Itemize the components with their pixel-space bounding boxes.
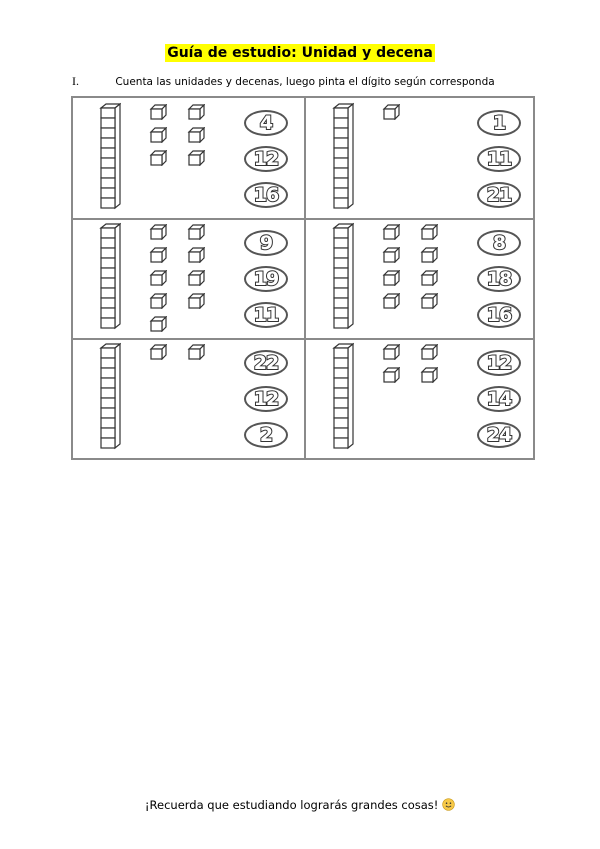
answer-option[interactable]: 22 — [244, 350, 288, 376]
footer-text: ¡Recuerda que estudiando lograrás grande… — [144, 798, 439, 812]
unit-cube — [149, 246, 168, 267]
unit-cube — [382, 343, 401, 364]
exercise-cell: 9 19 11 — [73, 218, 304, 338]
unit-cube — [420, 366, 439, 387]
unit-cube — [420, 223, 439, 244]
footer: ¡Recuerda que estudiando lograrás grande… — [0, 798, 600, 812]
instruction-number: I. — [72, 74, 79, 88]
answer-option[interactable]: 8 — [477, 230, 521, 256]
ten-rod — [99, 342, 122, 454]
grid-divider-vertical — [304, 98, 306, 458]
unit-cube — [382, 223, 401, 244]
unit-cube — [149, 149, 168, 170]
answer-option[interactable]: 9 — [244, 230, 288, 256]
unit-cube — [187, 269, 206, 290]
answer-option[interactable]: 12 — [244, 146, 288, 172]
unit-cube — [420, 292, 439, 313]
answer-option[interactable]: 19 — [244, 266, 288, 292]
unit-cube — [149, 269, 168, 290]
unit-cube — [382, 246, 401, 267]
unit-cube — [149, 292, 168, 313]
ten-rod — [99, 102, 122, 214]
unit-cube — [187, 292, 206, 313]
exercise-cell: 12 14 24 — [306, 338, 537, 458]
unit-cube — [382, 269, 401, 290]
answer-option[interactable]: 12 — [477, 350, 521, 376]
grid-divider-horizontal — [73, 338, 533, 340]
unit-cube — [149, 315, 168, 336]
unit-cube — [149, 103, 168, 124]
answer-option[interactable]: 11 — [244, 302, 288, 328]
ten-rod — [332, 102, 355, 214]
unit-cube — [187, 126, 206, 147]
answer-option[interactable]: 16 — [477, 302, 521, 328]
instruction: I. Cuenta las unidades y decenas, luego … — [72, 74, 495, 89]
answer-option[interactable]: 12 — [244, 386, 288, 412]
unit-cube — [382, 103, 401, 124]
unit-cube — [187, 246, 206, 267]
unit-cube — [382, 366, 401, 387]
ten-rod — [99, 222, 122, 334]
unit-cube — [420, 246, 439, 267]
answer-option[interactable]: 21 — [477, 182, 521, 208]
answer-option[interactable]: 2 — [244, 422, 288, 448]
unit-cube — [187, 149, 206, 170]
page-title: Guía de estudio: Unidad y decena — [165, 44, 435, 62]
answer-option[interactable]: 4 — [244, 110, 288, 136]
smiley-icon — [442, 798, 455, 811]
unit-cube — [149, 343, 168, 364]
ten-rod — [332, 342, 355, 454]
instruction-text: Cuenta las unidades y decenas, luego pin… — [115, 76, 495, 88]
unit-cube — [420, 269, 439, 290]
exercise-cell: 8 18 16 — [306, 218, 537, 338]
answer-option[interactable]: 24 — [477, 422, 521, 448]
grid-divider-horizontal — [73, 218, 533, 220]
exercise-cell: 22 12 2 — [73, 338, 304, 458]
title-wrapper: Guía de estudio: Unidad y decena — [0, 42, 600, 62]
answer-option[interactable]: 11 — [477, 146, 521, 172]
unit-cube — [187, 103, 206, 124]
answer-option[interactable]: 14 — [477, 386, 521, 412]
unit-cube — [382, 292, 401, 313]
unit-cube — [149, 126, 168, 147]
answer-option[interactable]: 18 — [477, 266, 521, 292]
exercise-cell: 4 12 16 — [73, 98, 304, 218]
unit-cube — [187, 343, 206, 364]
ten-rod — [332, 222, 355, 334]
unit-cube — [149, 223, 168, 244]
answer-option[interactable]: 1 — [477, 110, 521, 136]
unit-cube — [420, 343, 439, 364]
unit-cube — [187, 223, 206, 244]
answer-option[interactable]: 16 — [244, 182, 288, 208]
